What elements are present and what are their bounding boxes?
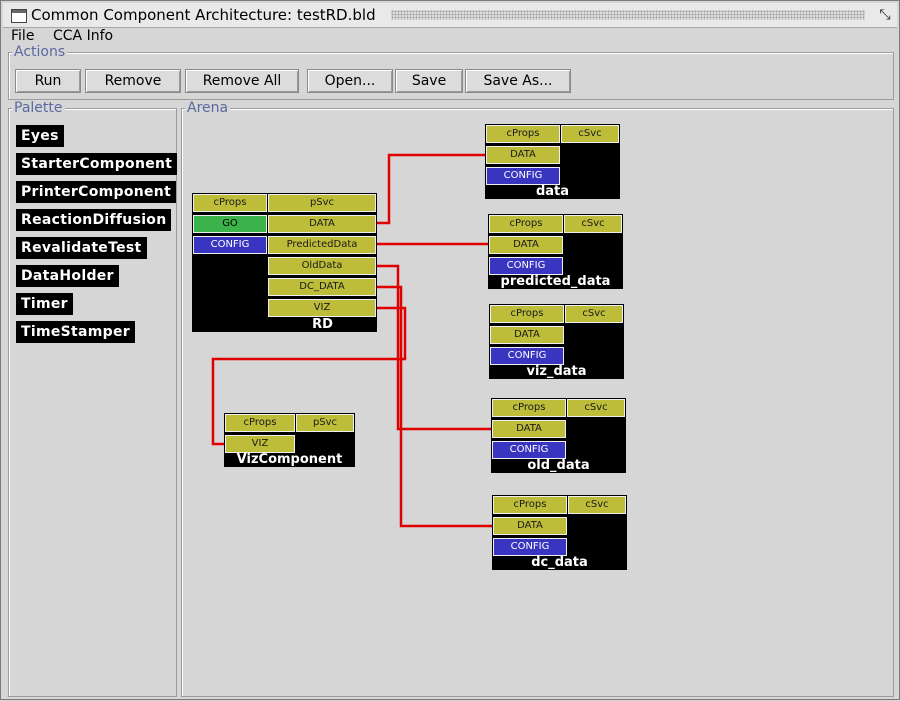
- wire-old-data[interactable]: [375, 264, 492, 431]
- data-csvc-port[interactable]: cSvc: [561, 125, 619, 143]
- data-config-port[interactable]: CONFIG: [486, 167, 560, 185]
- palette-item-time-stamper[interactable]: TimeStamper: [16, 321, 135, 343]
- arena-group: Arena: [181, 100, 894, 697]
- palette-item-revalidate-test[interactable]: RevalidateTest: [16, 237, 147, 259]
- viz-data-csvc-port[interactable]: cSvc: [565, 305, 623, 323]
- component-viz-data[interactable]: cProps cSvc DATA CONFIG viz_data: [489, 304, 624, 379]
- restore-icon[interactable]: ⤡: [879, 7, 891, 23]
- palette-item-timer[interactable]: Timer: [16, 293, 73, 315]
- actions-label: Actions: [12, 44, 68, 60]
- rd-old-data-port[interactable]: OldData: [268, 257, 376, 275]
- dc-data-cprops-port[interactable]: cProps: [493, 496, 567, 514]
- component-dc-data[interactable]: cProps cSvc DATA CONFIG dc_data: [492, 495, 627, 570]
- component-data[interactable]: cProps cSvc DATA CONFIG data: [485, 124, 620, 199]
- viz-data-data-port[interactable]: DATA: [490, 326, 564, 344]
- palette-item-printer-component[interactable]: PrinterComponent: [16, 181, 177, 203]
- viz-component-psvc-port[interactable]: pSvc: [296, 414, 354, 432]
- menu-file[interactable]: File: [11, 28, 35, 44]
- palette-item-reaction-diffusion[interactable]: ReactionDiffusion: [16, 209, 172, 231]
- old-data-data-port[interactable]: DATA: [492, 420, 566, 438]
- menu-cca-info[interactable]: CCA Info: [53, 28, 114, 44]
- component-viz-component[interactable]: cProps pSvc VIZ VizComponent: [224, 413, 355, 467]
- palette-group: Palette: [8, 100, 177, 697]
- predicted-data-name: predicted_data: [500, 274, 611, 289]
- rd-config-port[interactable]: CONFIG: [193, 236, 267, 254]
- component-rd[interactable]: cProps pSvc GO DATA CONFIG PredictedData…: [192, 193, 377, 332]
- viz-component-name: VizComponent: [236, 452, 343, 467]
- viz-data-cprops-port[interactable]: cProps: [490, 305, 564, 323]
- dc-data-name: dc_data: [531, 555, 588, 570]
- viz-data-name: viz_data: [526, 364, 587, 379]
- save-button[interactable]: Save: [395, 69, 463, 93]
- palette-item-data-holder[interactable]: DataHolder: [16, 265, 119, 287]
- rd-name: RD: [312, 317, 333, 332]
- palette-label: Palette: [12, 100, 65, 116]
- predicted-data-data-port[interactable]: DATA: [489, 236, 563, 254]
- wire-data[interactable]: [375, 153, 485, 225]
- viz-component-cprops-port[interactable]: cProps: [225, 414, 295, 432]
- old-data-name: old_data: [527, 458, 590, 473]
- old-data-cprops-port[interactable]: cProps: [492, 399, 566, 417]
- run-button[interactable]: Run: [15, 69, 81, 93]
- palette-item-eyes[interactable]: Eyes: [16, 125, 64, 147]
- predicted-data-cprops-port[interactable]: cProps: [489, 215, 563, 233]
- viz-data-config-port[interactable]: CONFIG: [490, 347, 564, 365]
- remove-button[interactable]: Remove: [85, 69, 181, 93]
- component-predicted-data[interactable]: cProps cSvc DATA CONFIG predicted_data: [488, 214, 623, 289]
- data-data-port[interactable]: DATA: [486, 146, 560, 164]
- arena-label: Arena: [185, 100, 231, 116]
- component-old-data[interactable]: cProps cSvc DATA CONFIG old_data: [491, 398, 626, 473]
- dc-data-csvc-port[interactable]: cSvc: [568, 496, 626, 514]
- window-title: Common Component Architecture: testRD.bl…: [31, 6, 376, 24]
- menu-bar: File CCA Info: [3, 27, 897, 45]
- save-as-button[interactable]: Save As...: [465, 69, 571, 93]
- rd-viz-port[interactable]: VIZ: [268, 299, 376, 317]
- window-icon: [11, 9, 27, 23]
- rd-go-port[interactable]: GO: [193, 215, 267, 233]
- open-button[interactable]: Open...: [307, 69, 393, 93]
- title-grip: [391, 10, 865, 20]
- title-bar[interactable]: Common Component Architecture: testRD.bl…: [3, 3, 897, 28]
- rd-psvc-port[interactable]: pSvc: [268, 194, 376, 212]
- predicted-data-config-port[interactable]: CONFIG: [489, 257, 563, 275]
- wire-viz[interactable]: [211, 306, 407, 446]
- rd-predicted-data-port[interactable]: PredictedData: [268, 236, 376, 254]
- data-name: data: [535, 184, 570, 199]
- old-data-config-port[interactable]: CONFIG: [492, 441, 566, 459]
- viz-component-viz-port[interactable]: VIZ: [225, 435, 295, 453]
- dc-data-data-port[interactable]: DATA: [493, 517, 567, 535]
- rd-dc-data-port[interactable]: DC_DATA: [268, 278, 376, 296]
- rd-data-port[interactable]: DATA: [268, 215, 376, 233]
- data-cprops-port[interactable]: cProps: [486, 125, 560, 143]
- remove-all-button[interactable]: Remove All: [185, 69, 299, 93]
- dc-data-config-port[interactable]: CONFIG: [493, 538, 567, 556]
- actions-group: Actions: [8, 44, 894, 100]
- rd-cprops-port[interactable]: cProps: [193, 194, 267, 212]
- old-data-csvc-port[interactable]: cSvc: [567, 399, 625, 417]
- predicted-data-csvc-port[interactable]: cSvc: [564, 215, 622, 233]
- wire-dc-data[interactable]: [375, 285, 493, 528]
- palette-item-starter-component[interactable]: StarterComponent: [16, 153, 178, 175]
